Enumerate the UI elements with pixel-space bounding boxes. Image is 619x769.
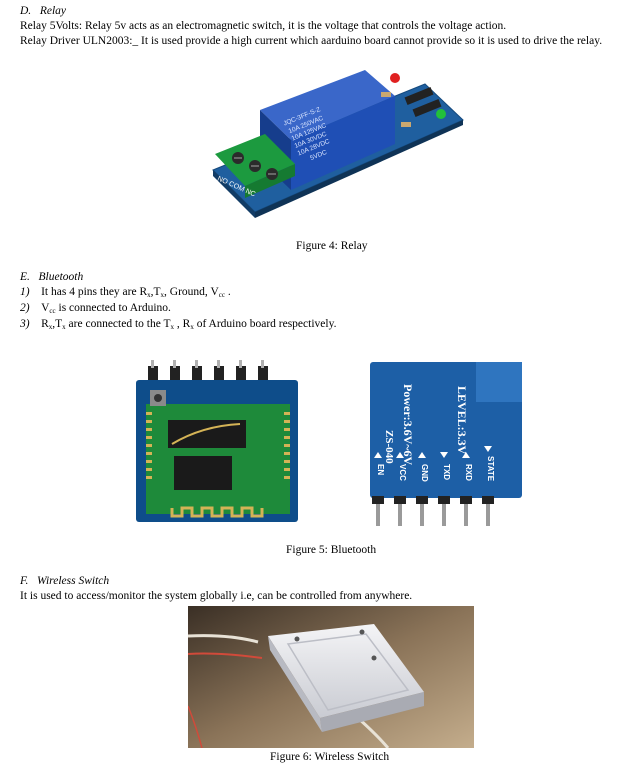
item-text: It has 4 pins they are R: [41, 286, 148, 298]
subscript: x: [48, 323, 53, 331]
heading-title: Wireless Switch: [37, 575, 110, 587]
heading-title: Bluetooth: [38, 271, 84, 283]
pin-label-gnd: GND: [420, 464, 429, 482]
pin-arrows: [374, 446, 492, 458]
item-number: 2): [20, 302, 30, 314]
relay-module-image: JQC-3FF-S-Z 10A 250VAC 10A 125VAC 10A 30…: [212, 70, 464, 218]
subscript: cc: [49, 307, 56, 315]
relay-description-line-2: Relay Driver ULN2003:_ It is used provid…: [20, 35, 603, 47]
bluetooth-item-1: 1) It has 4 pins they are Rx,Tx, Ground,…: [20, 285, 231, 299]
figure-6-caption: Figure 6: Wireless Switch: [270, 751, 390, 763]
section-heading-relay: D. Relay: [20, 4, 66, 18]
figure-4-caption: Figure 4: Relay: [296, 240, 368, 252]
item-text: of Arduino board respectively.: [193, 318, 337, 330]
back-power-label: Power:3.6V~6V: [401, 384, 415, 466]
relay-cube-top: [260, 70, 395, 140]
bluetooth-item-3: 3) Rx,Tx are connected to the Tx , Rx of…: [20, 317, 336, 331]
figure-5-caption: Figure 5: Bluetooth: [286, 544, 377, 556]
pin-label-vcc: VCC: [398, 464, 407, 481]
header-pins: [404, 87, 434, 105]
pin-label-state: STATE: [486, 456, 495, 482]
relay-cube-front: [291, 96, 395, 190]
back-zs-label: ZS-040: [383, 430, 395, 464]
item-text: is connected to Arduino.: [55, 302, 171, 314]
pin-label-en: EN: [376, 464, 385, 475]
item-text: ,T: [52, 318, 63, 330]
bluetooth-module-back-image: ZS-040 Power:3.6V~6V LEVEL:3.3V EN VCC G…: [370, 362, 522, 526]
wireless-description: It is used to access/monitor the system …: [20, 590, 413, 602]
item-number: 1): [20, 286, 30, 298]
item-text: , R: [174, 318, 191, 330]
section-heading-bluetooth: E. Bluetooth: [20, 270, 83, 284]
item-text: ,T: [150, 286, 161, 298]
wireless-switch-image: [188, 606, 474, 748]
led-red: [390, 73, 400, 83]
item-text: V: [41, 302, 50, 314]
heading-title: Relay: [39, 5, 66, 17]
item-text: .: [225, 286, 231, 298]
header-pins: [148, 366, 268, 382]
item-number: 3): [20, 318, 30, 330]
subscript: x: [160, 291, 165, 299]
item-text: , Ground, V: [164, 286, 219, 298]
relay-description-line-1: Relay 5Volts: Relay 5v acts as an electr…: [20, 20, 507, 32]
section-heading-wireless: F. Wireless Switch: [20, 574, 109, 588]
bluetooth-module-front-image: [136, 360, 298, 522]
item-text: R: [41, 318, 49, 330]
switch-box: [268, 624, 424, 718]
item-text: are connected to the T: [65, 318, 171, 330]
subscript: x: [170, 323, 175, 331]
led-green: [436, 109, 446, 119]
cable: [188, 634, 259, 644]
bottom-pins: [372, 496, 494, 504]
chip-secondary: [174, 456, 232, 490]
heading-letter: F.: [20, 575, 29, 587]
antenna-trace: [170, 506, 264, 518]
subscript: x: [147, 291, 151, 299]
heading-letter: E.: [20, 271, 30, 283]
subscript: x: [62, 323, 66, 331]
pin-label-txd: TXD: [442, 464, 451, 480]
heading-letter: D.: [20, 5, 32, 17]
pin-label-rxd: RXD: [464, 464, 473, 481]
subscript: cc: [218, 291, 225, 299]
back-level-label: LEVEL:3.3V: [455, 386, 469, 455]
bluetooth-item-2: 2) Vcc is connected to Arduino.: [20, 301, 171, 315]
subscript: x: [190, 323, 194, 331]
